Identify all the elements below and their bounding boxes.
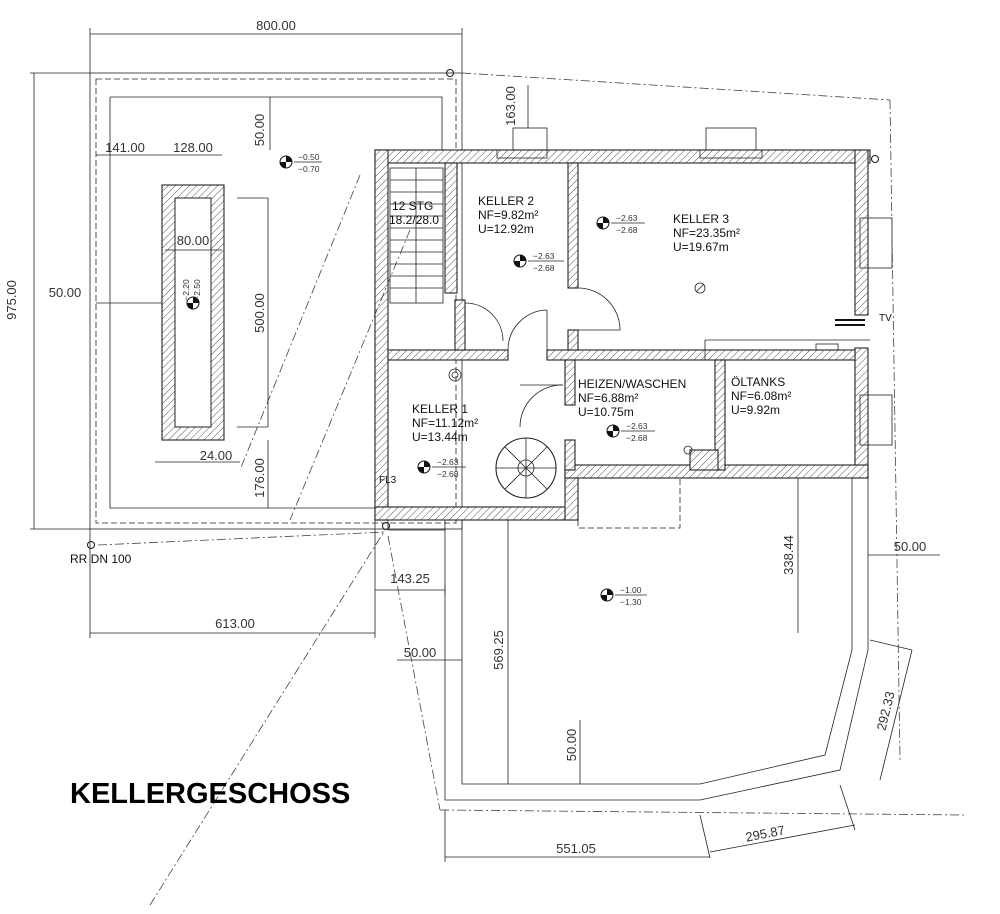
keller3-perimeter: U=19.67m: [673, 240, 729, 254]
keller2-area: NF=9.82m²: [478, 208, 538, 222]
level-heizen-top: −2.63: [626, 421, 648, 431]
dim-128: 128.00: [173, 140, 213, 155]
tv-label: TV: [879, 313, 892, 324]
terrace-outline: [89, 72, 463, 530]
dim-143: 143.25: [390, 571, 430, 586]
dim-500: 500.00: [252, 293, 267, 333]
building-walls: [374, 149, 871, 521]
drain-label: RR DN 100: [70, 552, 132, 566]
oeltanks-name: ÖLTANKS: [731, 375, 785, 389]
dim-800: 800.00: [256, 18, 296, 33]
dim-975: 975.00: [4, 280, 19, 320]
keller2-perimeter: U=12.92m: [478, 222, 534, 236]
level-keller2-bottom: −2.68: [533, 263, 555, 273]
boiler-equipment: [689, 319, 870, 471]
reference-lines: [97, 72, 966, 906]
keller2-name: KELLER 2: [478, 194, 534, 208]
dim-569: 569.25: [491, 630, 506, 670]
level-marker-bed: −2.20 −2.50: [181, 279, 202, 310]
keller1-perimeter: U=13.44m: [412, 430, 468, 444]
room-labels: KELLER 2 NF=9.82m² U=12.92m KELLER 3 NF=…: [70, 194, 892, 566]
planter-bed: [161, 184, 225, 441]
level-marker-heizen: −2.63 −2.68: [606, 421, 655, 443]
floor-drain-label: FL3: [379, 475, 397, 486]
dim-50-mid: 50.00: [404, 645, 437, 660]
yard-outline: [387, 478, 869, 801]
misc-symbols: [86, 68, 880, 550]
level-keller3-top: −2.63: [616, 213, 638, 223]
dim-295: 295.87: [744, 822, 786, 844]
level-terrace-bottom: −0.70: [298, 164, 320, 174]
dim-50-left: 50.00: [49, 285, 82, 300]
dim-24: 24.00: [200, 448, 233, 463]
level-keller1-bottom: −2.68: [437, 469, 459, 479]
level-marker-yard: −1.00 −1.30: [600, 585, 647, 607]
keller3-area: NF=23.35m²: [673, 226, 740, 240]
dim-176: 176.00: [252, 458, 267, 498]
level-marker-keller2: −2.63 −2.68: [513, 251, 564, 273]
level-keller2-top: −2.63: [533, 251, 555, 261]
heizen-perimeter: U=10.75m: [578, 405, 634, 419]
dimension-lines: [30, 28, 940, 862]
level-marker-terrace: −0.50 −0.70: [279, 152, 322, 174]
level-bed-bottom: −2.50: [192, 279, 202, 301]
dim-338: 338.44: [781, 535, 796, 575]
door-swings: [464, 287, 621, 428]
keller3-name: KELLER 3: [673, 212, 729, 226]
keller1-area: NF=11.12m²: [412, 416, 478, 430]
level-yard-bottom: −1.30: [620, 597, 642, 607]
dim-551: 551.05: [556, 841, 596, 856]
stair-ratio: 18.2/28.0: [389, 213, 439, 227]
dim-50-bottom: 50.00: [564, 729, 579, 762]
level-terrace-top: −0.50: [298, 152, 320, 162]
dim-163: 163.00: [503, 86, 518, 126]
level-keller1-top: −2.63: [437, 457, 459, 467]
level-keller3-bottom: −2.68: [616, 225, 638, 235]
level-marker-keller3: −2.63 −2.68: [596, 213, 645, 235]
dimension-texts: 800.00 975.00 163.00 50.00 141.00 128.00…: [4, 18, 926, 856]
level-marker-keller1: −2.63 −2.68: [417, 457, 466, 479]
drawing-title: KELLERGESCHOSS: [70, 778, 350, 810]
oeltanks-area: NF=6.08m²: [731, 389, 791, 403]
dim-292: 292.33: [874, 690, 898, 732]
keller1-name: KELLER 1: [412, 402, 468, 416]
dim-613: 613.00: [215, 616, 255, 631]
level-yard-top: −1.00: [620, 585, 642, 595]
light-wells: [496, 127, 893, 446]
heizen-area: NF=6.88m²: [578, 391, 638, 405]
level-bed-top: −2.20: [181, 279, 191, 301]
straight-stair: [389, 167, 444, 304]
oeltanks-perimeter: U=9.92m: [731, 403, 780, 417]
heizen-name: HEIZEN/WASCHEN: [578, 377, 686, 391]
dim-80: 80.00: [177, 233, 210, 248]
level-markers: −0.50 −0.70 −2.20 −2.50 −2.63 −2.68 −2.6…: [181, 152, 655, 607]
stair-count: 12 STG: [392, 199, 433, 213]
dim-50-right: 50.00: [894, 539, 927, 554]
dim-50-top: 50.00: [252, 114, 267, 147]
level-heizen-bottom: −2.68: [626, 433, 648, 443]
dim-141: 141.00: [105, 140, 145, 155]
spiral-stair: [495, 437, 557, 499]
